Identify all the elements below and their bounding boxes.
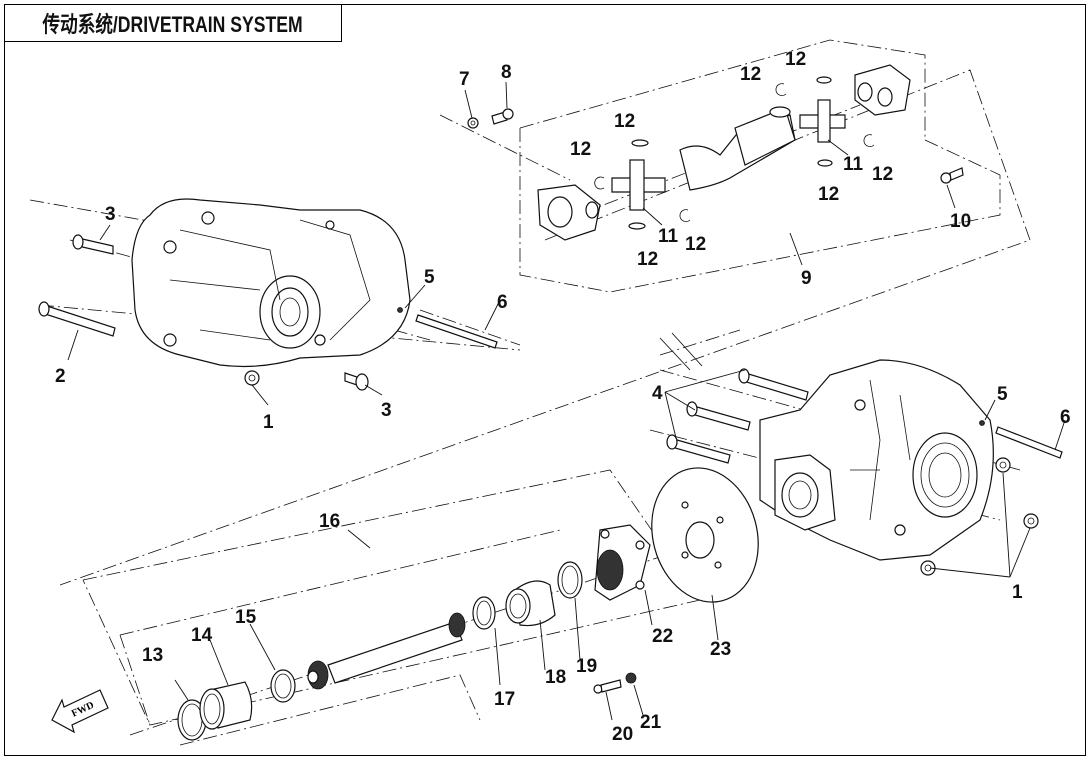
callout-2: 2: [55, 366, 66, 387]
half-shaft-assembly: [177, 467, 759, 741]
callout-22: 22: [652, 626, 673, 647]
callout-12: 12: [818, 184, 839, 205]
callout-6: 6: [497, 292, 508, 313]
callout-14: 14: [191, 625, 213, 646]
callout-20: 20: [612, 724, 633, 745]
callout-21: 21: [640, 712, 662, 733]
callout-13: 13: [142, 645, 163, 666]
callout-12: 12: [637, 249, 658, 270]
break-mark: [671, 332, 703, 367]
callout-15: 15: [235, 607, 257, 628]
callout-16: 16: [319, 511, 340, 532]
callout-9: 9: [801, 268, 812, 289]
callout-12: 12: [685, 234, 706, 255]
callout-8: 8: [501, 62, 512, 83]
callout-5: 5: [424, 267, 435, 288]
title-box: 传动系统/DRIVETRAIN SYSTEM: [4, 4, 342, 42]
callout-19: 19: [576, 656, 597, 677]
callout-12: 12: [740, 64, 761, 85]
callout-1: 1: [263, 412, 274, 433]
callout-6: 6: [1060, 407, 1071, 428]
callout-3: 3: [105, 204, 116, 225]
fwd-arrow-icon: FWD: [51, 689, 109, 734]
front-differential-housing: [131, 198, 411, 368]
callout-7: 7: [459, 69, 470, 90]
callout-12: 12: [872, 164, 893, 185]
break-mark: [659, 337, 691, 371]
callout-5: 5: [997, 384, 1008, 405]
diagram-frame: [4, 4, 1086, 756]
rear-differential-housing: [759, 359, 994, 561]
fitting-5-rear: [979, 420, 985, 426]
callout-23: 23: [710, 639, 731, 660]
bolts-4: [666, 368, 809, 464]
group-boundary-16: [82, 469, 701, 746]
callout-12: 12: [614, 111, 635, 132]
nuts-1-rear: [920, 457, 1039, 576]
stud-6-rear: [995, 426, 1063, 459]
callout-18: 18: [545, 667, 566, 688]
leader-lines: [67, 81, 1066, 721]
callout-4: 4: [652, 383, 663, 404]
callout-10: 10: [950, 211, 971, 232]
page-title: 传动系统/DRIVETRAIN SYSTEM: [42, 11, 303, 37]
callout-1: 1: [1012, 582, 1023, 603]
callout-11: 11: [658, 226, 679, 247]
callout-12: 12: [785, 49, 806, 70]
callout-17: 17: [494, 689, 515, 710]
group-boundary-9: [519, 39, 1001, 293]
propshaft-assembly: [467, 64, 964, 241]
callout-12: 12: [570, 139, 591, 160]
front-fasteners: [38, 234, 498, 391]
callouts: 1 1 2 3 3 4 5 5 6 6 7 8 9 10 11 11 12 12…: [55, 49, 1071, 745]
callout-3: 3: [381, 400, 392, 421]
callout-11: 11: [843, 154, 864, 175]
